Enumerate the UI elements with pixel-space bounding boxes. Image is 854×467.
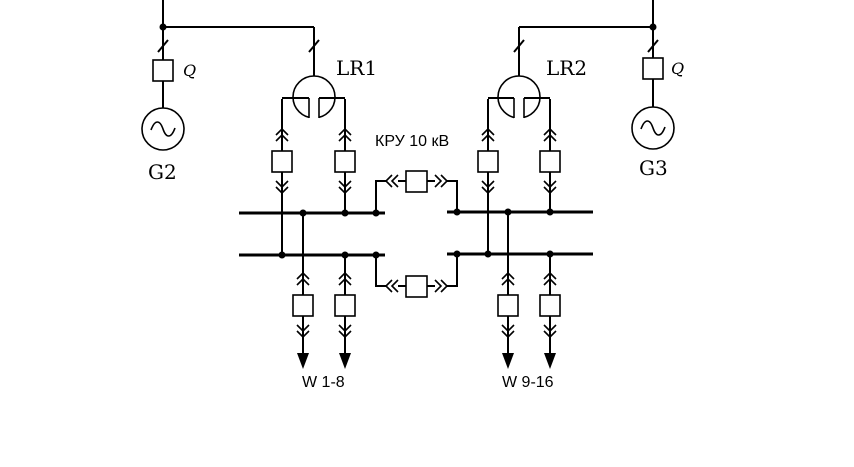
reactor-lr2-label: LR2 <box>546 56 588 80</box>
plug-connector-icon <box>296 324 310 333</box>
plug-connector-icon <box>543 330 557 339</box>
outgoing-breaker-box <box>292 294 314 317</box>
plug-connector-icon <box>481 186 495 195</box>
plug-connector-icon <box>543 180 557 189</box>
plug-connector-icon <box>338 277 352 286</box>
plug-connector-icon <box>296 277 310 286</box>
sine-wave-icon <box>640 120 666 136</box>
junction-dot <box>278 251 286 259</box>
outgoing-breaker-box <box>497 294 519 317</box>
feeders-right-label: W 9-16 <box>502 374 554 391</box>
generator-g2-label: G2 <box>148 160 177 184</box>
plug-connector-icon <box>543 133 557 142</box>
plug-connector-icon <box>543 277 557 286</box>
plug-connector-icon <box>384 174 393 188</box>
tie-wire <box>375 180 386 213</box>
load-arrow-icon <box>502 353 514 369</box>
plug-connector-icon <box>275 133 289 142</box>
incoming-breaker-box <box>477 150 499 173</box>
reactor-gap <box>309 99 319 121</box>
plug-connector-icon <box>384 279 393 293</box>
plug-connector-icon <box>543 127 557 136</box>
incoming-breaker-box <box>539 150 561 173</box>
plug-connector-icon <box>501 330 515 339</box>
reactor-lr1-label: LR1 <box>336 56 378 80</box>
sectional-breaker-box <box>405 170 428 193</box>
tie-wire <box>447 254 458 287</box>
tie-wire <box>447 180 458 212</box>
plug-connector-icon <box>543 324 557 333</box>
plug-connector-icon <box>543 271 557 280</box>
junction-dot <box>484 250 492 258</box>
junction-dot <box>341 209 349 217</box>
sine-wave-icon <box>150 121 176 137</box>
breaker-q-right-label: Q <box>671 59 685 78</box>
load-arrow-icon <box>339 353 351 369</box>
outgoing-breaker-box <box>334 294 356 317</box>
plug-connector-icon <box>338 330 352 339</box>
load-arrow-icon <box>544 353 556 369</box>
plug-connector-icon <box>338 186 352 195</box>
plug-connector-icon <box>338 180 352 189</box>
outgoing-breaker-box <box>539 294 561 317</box>
disconnector-slash-icon <box>513 39 525 53</box>
generator-g3-label: G3 <box>639 156 668 180</box>
disconnector-slash-icon <box>308 39 320 53</box>
plug-connector-icon <box>390 174 399 188</box>
incoming-breaker-box <box>271 150 293 173</box>
plug-connector-icon <box>481 133 495 142</box>
load-arrow-icon <box>297 353 309 369</box>
plug-connector-icon <box>275 127 289 136</box>
disconnector-slash-icon <box>647 39 659 53</box>
plug-connector-icon <box>296 271 310 280</box>
plug-connector-icon <box>296 330 310 339</box>
feeders-left-label: W 1-8 <box>302 374 345 391</box>
plug-connector-icon <box>338 127 352 136</box>
plug-connector-icon <box>501 324 515 333</box>
generator-breaker-box <box>642 57 664 80</box>
plug-connector-icon <box>501 277 515 286</box>
sectional-breaker-box <box>405 275 428 298</box>
breaker-q-left-label: Q <box>183 61 197 80</box>
junction-dot <box>546 208 554 216</box>
switchgear-label: КРУ 10 кВ <box>375 133 450 150</box>
plug-connector-icon <box>481 180 495 189</box>
plug-connector-icon <box>275 180 289 189</box>
plug-connector-icon <box>434 174 443 188</box>
reactor-gap <box>514 99 524 121</box>
plug-connector-icon <box>338 324 352 333</box>
incoming-breaker-box <box>334 150 356 173</box>
generator-breaker-box <box>152 59 174 82</box>
plug-connector-icon <box>434 279 443 293</box>
plug-connector-icon <box>338 133 352 142</box>
tie-wire <box>375 255 386 287</box>
plug-connector-icon <box>543 186 557 195</box>
plug-connector-icon <box>338 271 352 280</box>
disconnector-slash-icon <box>157 39 169 53</box>
plug-connector-icon <box>275 186 289 195</box>
plug-connector-icon <box>390 279 399 293</box>
plug-connector-icon <box>501 271 515 280</box>
plug-connector-icon <box>481 127 495 136</box>
